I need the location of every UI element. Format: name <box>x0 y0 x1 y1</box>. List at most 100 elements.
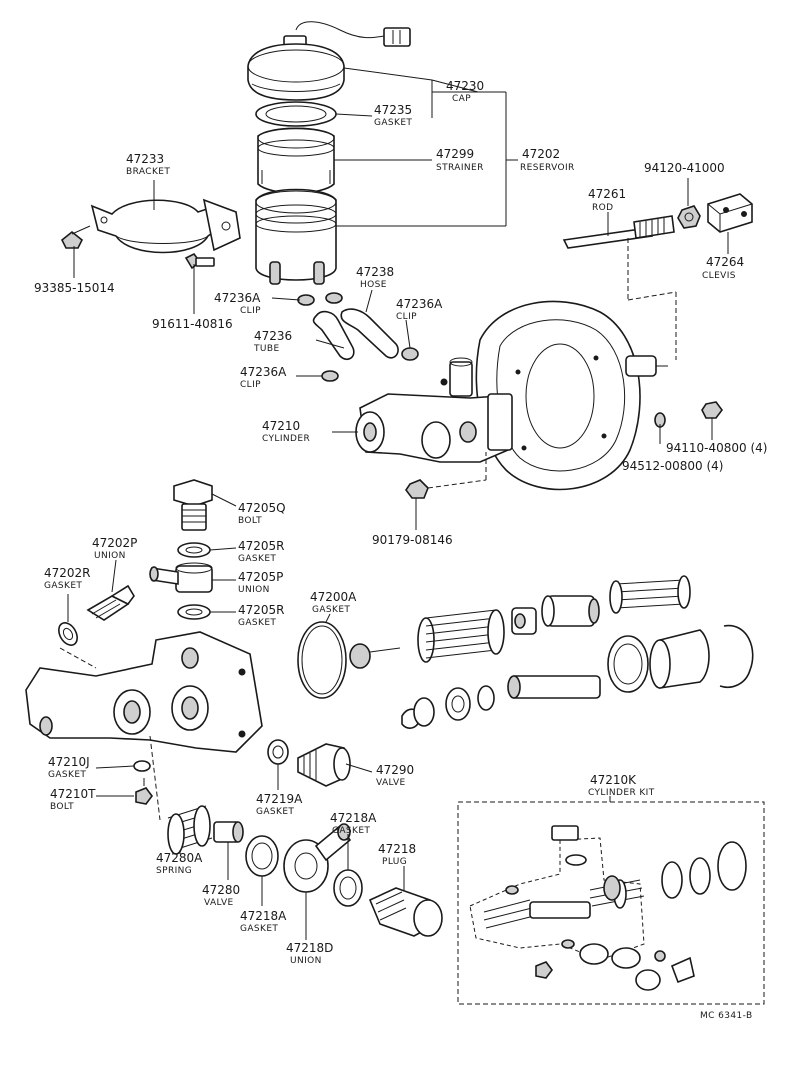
label-47235: 47235 GASKET <box>374 103 412 128</box>
label-47218A-lower: 47218A GASKET <box>240 909 287 934</box>
svg-text:BOLT: BOLT <box>50 802 74 812</box>
svg-text:91611-40816: 91611-40816 <box>152 317 233 331</box>
nut-90179-drawing <box>405 479 429 499</box>
svg-text:47218A: 47218A <box>240 909 287 923</box>
piston-internals-drawing <box>349 575 754 729</box>
svg-text:UNION: UNION <box>290 956 322 966</box>
svg-text:94512-00800 (4): 94512-00800 (4) <box>622 459 724 473</box>
bolt-47205Q-drawing <box>173 479 213 531</box>
union-47202P-drawing <box>86 584 135 621</box>
reservoir-body-drawing <box>255 188 337 285</box>
svg-text:GASKET: GASKET <box>44 581 82 591</box>
hose-drawing <box>340 308 399 359</box>
svg-text:47202R: 47202R <box>44 566 91 580</box>
svg-text:GASKET: GASKET <box>312 605 350 615</box>
svg-text:94110-40800 (4): 94110-40800 (4) <box>666 441 768 455</box>
svg-text:47218A: 47218A <box>330 811 377 825</box>
label-47233: 47233 BRACKET <box>126 152 170 177</box>
master-cylinder-upper-drawing <box>355 357 513 463</box>
label-47202: 47202 RESERVOIR <box>520 147 575 173</box>
svg-text:GASKET: GASKET <box>256 807 294 817</box>
tube-drawing <box>312 310 355 361</box>
reservoir-cap-drawing <box>247 21 411 101</box>
svg-text:47202: 47202 <box>522 147 560 161</box>
gasket-47219A-drawing <box>267 739 289 765</box>
label-47264: 47264 CLEVIS <box>702 255 744 281</box>
clevis-nut-drawing <box>677 205 701 229</box>
svg-text:47230: 47230 <box>446 79 484 93</box>
svg-text:CYLINDER: CYLINDER <box>262 434 310 444</box>
svg-text:94120-41000: 94120-41000 <box>644 161 725 175</box>
svg-text:47264: 47264 <box>706 255 744 269</box>
svg-text:47299: 47299 <box>436 147 474 161</box>
svg-text:47205Q: 47205Q <box>238 501 286 515</box>
svg-text:47280: 47280 <box>202 883 240 897</box>
svg-text:STRAINER: STRAINER <box>436 163 484 173</box>
svg-text:GASKET: GASKET <box>240 924 278 934</box>
label-47218D: 47218D UNION <box>286 941 333 966</box>
label-93385-15014: 93385-15014 <box>34 281 115 295</box>
svg-text:47205R: 47205R <box>238 603 285 617</box>
svg-text:47200A: 47200A <box>310 590 357 604</box>
clips-drawing <box>297 292 419 382</box>
label-91611-40816: 91611-40816 <box>152 317 233 331</box>
union-47205P-drawing <box>149 562 213 593</box>
footer-code: MC 6341-B <box>700 1011 753 1021</box>
label-47205R-upper: 47205R GASKET <box>238 539 285 564</box>
label-47205P: 47205P UNION <box>238 570 283 595</box>
svg-text:47238: 47238 <box>356 265 394 279</box>
svg-text:MC 6341-B: MC 6341-B <box>700 1011 753 1021</box>
label-47210T: 47210T BOLT <box>50 787 96 812</box>
svg-text:47280A: 47280A <box>156 851 203 865</box>
strainer-drawing <box>257 127 335 194</box>
label-47200A: 47200A GASKET <box>310 590 357 615</box>
svg-text:TUBE: TUBE <box>253 344 280 354</box>
label-47236A-clip-3: 47236A CLIP <box>240 365 287 390</box>
label-47280A: 47280A SPRING <box>156 851 203 876</box>
bolt-47210T-drawing <box>135 778 153 805</box>
svg-text:47210: 47210 <box>262 419 300 433</box>
svg-text:47233: 47233 <box>126 152 164 166</box>
label-47236: 47236 TUBE <box>253 329 292 354</box>
cap-gasket-drawing <box>255 101 337 127</box>
svg-text:GASKET: GASKET <box>332 826 370 836</box>
svg-text:47235: 47235 <box>374 103 412 117</box>
svg-text:47218: 47218 <box>378 842 416 856</box>
leader-lines <box>59 67 729 940</box>
label-47210K: 47210K CYLINDER KIT <box>588 773 655 798</box>
svg-text:SPRING: SPRING <box>156 866 192 876</box>
svg-text:47290: 47290 <box>376 763 414 777</box>
clevis-drawing <box>707 193 753 233</box>
label-47219A: 47219A GASKET <box>256 792 303 817</box>
bolt-93385-drawing <box>60 225 91 249</box>
label-47210: 47210 CYLINDER <box>262 419 310 444</box>
svg-text:CYLINDER KIT: CYLINDER KIT <box>588 788 655 798</box>
svg-text:GASKET: GASKET <box>238 554 276 564</box>
svg-text:GASKET: GASKET <box>238 618 276 628</box>
gasket-47218A-upper-drawing <box>333 869 363 907</box>
label-47299: 47299 STRAINER <box>436 147 484 173</box>
label-47236A-clip-1: 47236A CLIP <box>214 291 261 316</box>
svg-text:ROD: ROD <box>592 203 613 213</box>
label-47230: 47230 CAP <box>446 79 484 104</box>
svg-text:47210K: 47210K <box>590 773 637 787</box>
svg-text:47219A: 47219A <box>256 792 303 806</box>
svg-text:47218D: 47218D <box>286 941 333 955</box>
svg-text:UNION: UNION <box>94 551 126 561</box>
svg-text:47205P: 47205P <box>238 570 283 584</box>
label-47218A-upper: 47218A GASKET <box>330 811 377 836</box>
gasket-47210J-drawing <box>133 760 151 772</box>
svg-text:UNION: UNION <box>238 585 270 595</box>
cylinder-kit-parts-drawing <box>469 825 747 991</box>
svg-text:47210T: 47210T <box>50 787 96 801</box>
label-47238: 47238 HOSE <box>356 265 394 290</box>
label-47210J: 47210J GASKET <box>48 755 90 780</box>
svg-text:47261: 47261 <box>588 187 626 201</box>
gasket-47202R-drawing <box>58 622 78 646</box>
svg-text:47236A: 47236A <box>214 291 261 305</box>
valve-47290-drawing <box>297 743 351 787</box>
svg-text:CLIP: CLIP <box>240 306 261 316</box>
gasket-47218A-lower-drawing <box>245 835 279 877</box>
svg-text:RESERVOIR: RESERVOIR <box>520 163 575 173</box>
